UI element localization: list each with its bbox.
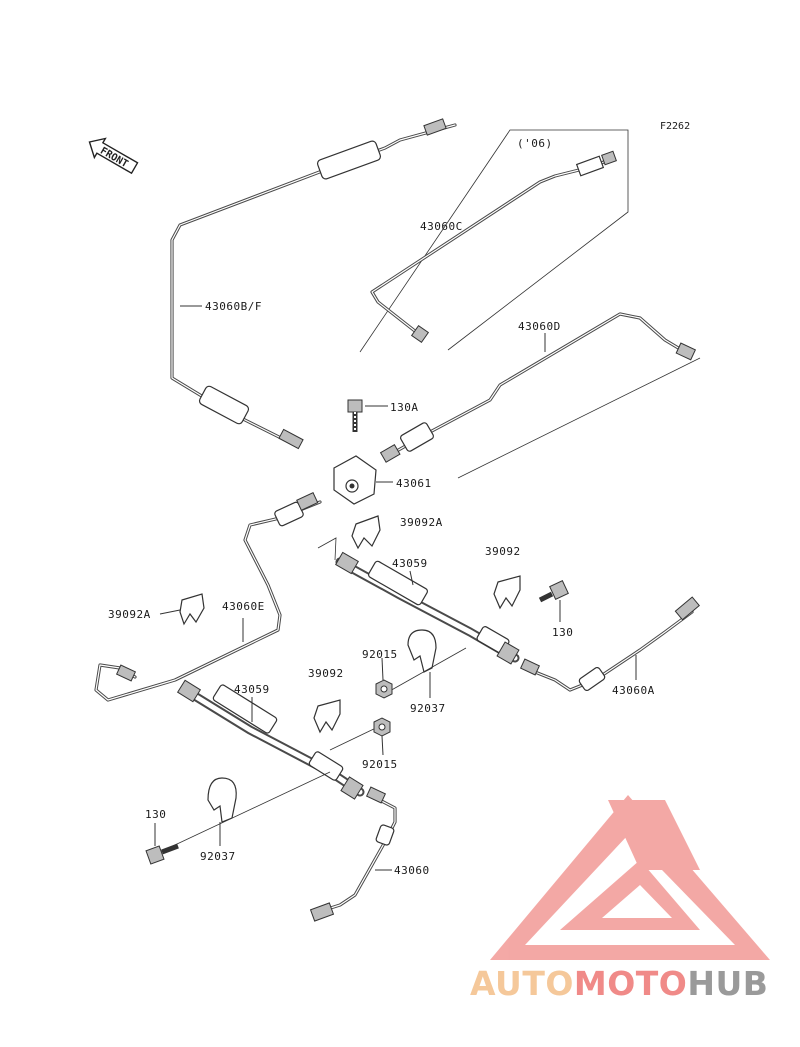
brake-pipe-43060bf: [170, 118, 457, 450]
leader-43060d-frame: [457, 357, 701, 479]
label-39092-mid: 39092: [308, 667, 344, 680]
label-43060e: 43060E: [222, 600, 265, 613]
clamp-92037-right-icon: [407, 629, 437, 673]
label-43060c: 43060C: [420, 220, 463, 233]
label-39092a-top: 39092A: [400, 516, 443, 529]
watermark-text: AUTOMOTOHUB: [470, 964, 768, 1003]
label-43060: 43060: [394, 864, 430, 877]
bolt-130a-icon: [347, 399, 363, 432]
label-130-right: 130: [552, 626, 573, 639]
label-43059-mid: 43059: [234, 683, 270, 696]
label-39092a-left: 39092A: [108, 608, 151, 621]
leader-43059-top: [409, 570, 414, 586]
hose-top-dashline: [317, 537, 337, 561]
nut-92015-upper-icon: [375, 679, 393, 699]
label-43059-top: 43059: [392, 557, 428, 570]
label-130a: 130A: [390, 401, 419, 414]
clamp-right-axis: [387, 647, 467, 693]
year-note: ('06): [517, 137, 553, 150]
label-43060d: 43060D: [518, 320, 561, 333]
watermark-text-auto: AUTO: [470, 964, 574, 1003]
brake-hose-43059-top: [335, 551, 520, 665]
brake-hose-43059-mid: [176, 679, 365, 800]
label-39092-top: 39092: [485, 545, 521, 558]
front-arrow-icon: FRONT: [88, 137, 139, 175]
clip-39092a-left-icon: [179, 593, 205, 626]
watermark-logo: [490, 795, 770, 960]
clip-39092-top-icon: [493, 575, 521, 610]
label-92015-lower: 92015: [362, 758, 398, 771]
clip-39092-mid-icon: [313, 699, 341, 734]
bolt-130-right-icon: [538, 580, 569, 603]
variant-frame: [359, 129, 629, 353]
clamp-92037-left-icon: [207, 777, 237, 823]
leader-92015-upper: [381, 657, 384, 681]
label-43060bf: 43060B/F: [205, 300, 262, 313]
brake-pipe-43060a: [519, 596, 700, 692]
label-43060a: 43060A: [612, 684, 655, 697]
bolt-130-left-icon: [145, 843, 179, 865]
clamp-left-axis: [159, 771, 331, 853]
clip-39092a-top-icon: [351, 515, 381, 550]
leader-92015-lower: [381, 735, 384, 756]
brake-pipe-43060d: [379, 312, 697, 463]
label-92015-upper: 92015: [362, 648, 398, 661]
label-130-left: 130: [145, 808, 166, 821]
watermark-text-moto: MOTO: [574, 964, 687, 1003]
watermark-text-hub: HUB: [687, 964, 768, 1003]
brake-pipe-43060c: [370, 150, 617, 344]
leader-39092a-left: [159, 609, 181, 615]
nut-92015-lower-icon: [373, 717, 391, 737]
label-92037-right: 92037: [410, 702, 446, 715]
hose-mid-dashline: [329, 725, 381, 751]
label-43061: 43061: [396, 477, 432, 490]
label-92037-left: 92037: [200, 850, 236, 863]
brake-pipe-43060: [309, 786, 397, 922]
brake-pipe-43060e: [94, 492, 322, 702]
brake-joint-43061: [333, 455, 377, 505]
figure-code: F2262: [660, 121, 690, 132]
